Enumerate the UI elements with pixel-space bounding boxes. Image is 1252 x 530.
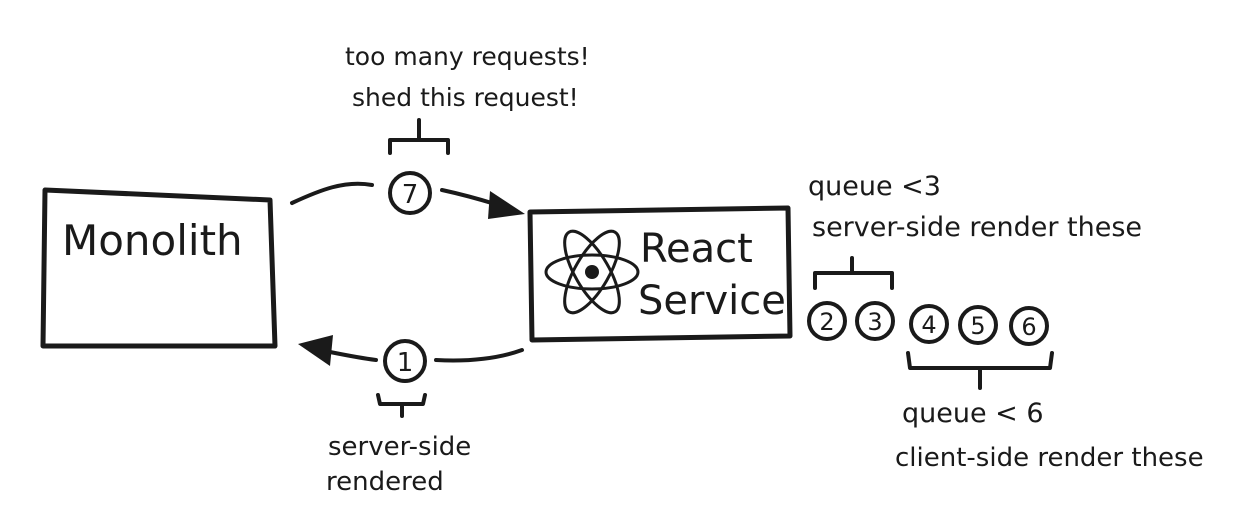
react-service-node: React Service <box>527 205 793 343</box>
arrowhead-right <box>488 191 525 219</box>
bracket-ssr-queue <box>813 256 894 290</box>
rendered-annotation-line1: server-side <box>328 432 471 462</box>
arrow-to-monolith <box>298 335 524 366</box>
monolith-label: Monolith <box>62 216 243 265</box>
request-7-label: 7 <box>402 180 419 210</box>
request-queue: 2 3 4 5 6 <box>807 301 1049 346</box>
queue-item-label: 6 <box>1021 313 1036 341</box>
queue-item-2: 2 <box>807 301 847 341</box>
rendered-annotation-line2: rendered <box>326 467 444 497</box>
queue-item-label: 4 <box>921 311 936 339</box>
bracket-shed <box>388 118 450 155</box>
csr-queue-annotation-line2: client-side render these <box>895 443 1204 473</box>
csr-queue-annotation-line1: queue < 6 <box>902 398 1044 429</box>
ssr-queue-annotation-line1: queue <3 <box>808 171 941 202</box>
bracket-rendered <box>376 393 427 418</box>
queue-item-label: 5 <box>970 312 985 340</box>
react-atom-icon <box>544 229 640 315</box>
request-1: 1 <box>383 339 427 383</box>
shed-annotation-line1: too many requests! <box>345 42 590 71</box>
react-service-label-line2: Service <box>638 278 786 324</box>
monolith-node: Monolith <box>40 187 278 349</box>
bracket-csr-queue <box>906 351 1054 390</box>
arrowhead-left <box>298 335 333 366</box>
arrow-to-react-service <box>290 181 525 219</box>
ssr-queue-annotation-line2: server-side render these <box>812 212 1142 243</box>
queue-item-4: 4 <box>909 304 949 344</box>
queue-item-label: 3 <box>867 308 882 336</box>
request-7: 7 <box>388 171 432 215</box>
queue-item-3: 3 <box>855 301 895 341</box>
queue-item-label: 2 <box>819 308 834 336</box>
react-service-label-line1: React <box>640 226 753 272</box>
queue-item-6: 6 <box>1009 306 1049 346</box>
shed-annotation-line2: shed this request! <box>352 83 579 112</box>
queue-item-5: 5 <box>958 305 998 345</box>
request-1-label: 1 <box>397 348 414 378</box>
